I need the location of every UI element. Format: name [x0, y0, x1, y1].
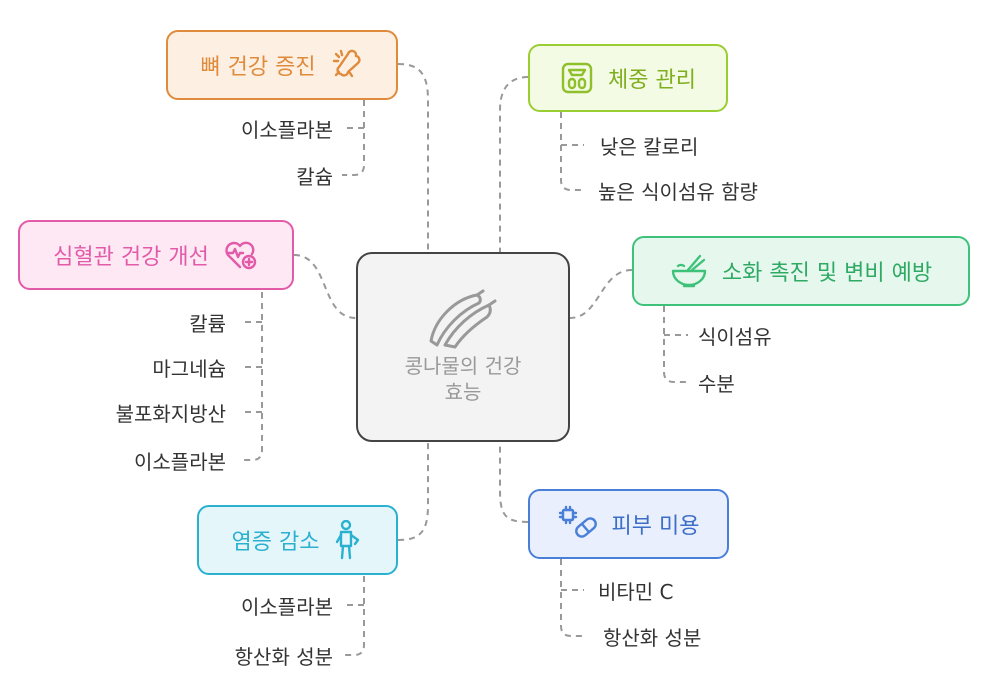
- bone-icon: [332, 49, 361, 78]
- skin-item-2: 항산화 성분: [603, 626, 702, 650]
- heart-item-3: 불포화지방산: [115, 402, 226, 426]
- branch-inflammation[interactable]: 염증 감소: [197, 505, 398, 575]
- connector-digestion: [569, 269, 633, 319]
- digestion-item-2: 수분: [698, 372, 735, 396]
- connector-heart: [293, 254, 357, 319]
- connector-inflammation: [397, 442, 429, 541]
- digestion-item-1: 식이섬유: [698, 325, 772, 349]
- branch-bone-label: 뼈 건강 증진: [200, 55, 316, 80]
- branch-bone[interactable]: 뼈 건강 증진: [166, 30, 398, 100]
- connector-bone-items: [342, 100, 365, 176]
- branch-weight-label: 체중 관리: [608, 68, 696, 93]
- center-title: 콩나물의 건강 효능: [404, 354, 522, 404]
- branch-inflammation-label: 염증 감소: [231, 530, 320, 555]
- connector-weight-items: [560, 112, 584, 191]
- connector-skin: [499, 442, 529, 523]
- center-node: 콩나물의 건강 효능: [356, 252, 570, 442]
- heart-item-2: 마그네슘: [152, 357, 226, 381]
- heart-item-4: 이소플라본: [134, 450, 226, 474]
- bowl-icon: [671, 254, 707, 288]
- connector-weight: [499, 76, 529, 252]
- branch-skin[interactable]: 피부 미용: [528, 489, 729, 559]
- heart-item-1: 칼륨: [189, 312, 226, 336]
- bean-sprout-icon: [429, 289, 497, 349]
- branch-digestion-label: 소화 촉진 및 변비 예방: [721, 261, 933, 286]
- inflammation-item-2: 항산화 성분: [234, 645, 333, 669]
- pill-icon: [558, 505, 597, 538]
- branch-skin-label: 피부 미용: [611, 514, 700, 539]
- branch-weight[interactable]: 체중 관리: [528, 44, 728, 112]
- scale-icon: [561, 62, 593, 94]
- branch-heart-label: 심혈관 건강 개선: [53, 245, 209, 270]
- bone-item-2: 칼슘: [296, 165, 333, 189]
- weight-item-2: 높은 식이섬유 함량: [598, 180, 758, 204]
- skin-item-1: 비타민 C: [598, 580, 674, 604]
- branch-heart[interactable]: 심혈관 건강 개선: [18, 220, 294, 290]
- weight-item-1: 낮은 칼로리: [600, 135, 699, 159]
- connector-skin-items: [560, 559, 584, 637]
- heart-search-icon: [225, 241, 257, 270]
- inflammation-item-1: 이소플라본: [241, 595, 333, 619]
- connector-bone: [397, 63, 429, 252]
- connector-digestion-items: [663, 306, 688, 383]
- bone-item-1: 이소플라본: [241, 118, 333, 142]
- person-icon: [336, 520, 360, 560]
- connector-inflammation-items: [342, 576, 365, 656]
- branch-digestion[interactable]: 소화 촉진 및 변비 예방: [632, 236, 970, 306]
- connector-heart-items: [240, 292, 263, 461]
